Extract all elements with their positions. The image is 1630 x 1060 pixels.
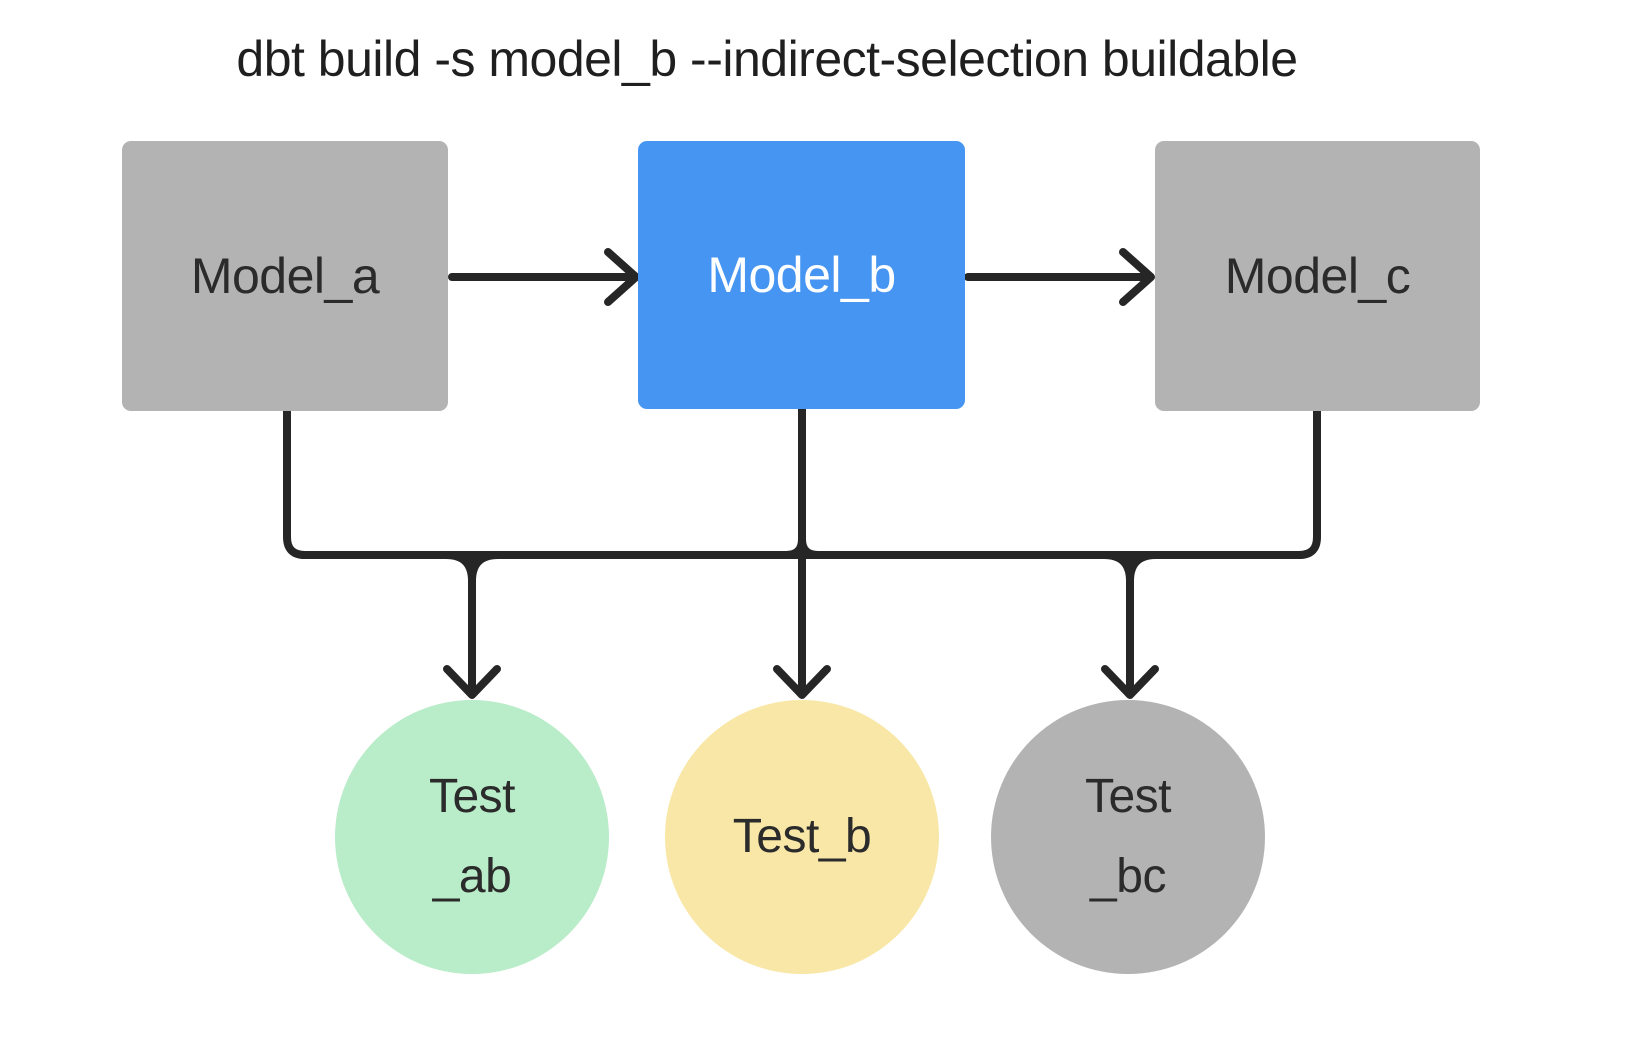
node-test-b-label: Test_b: [732, 810, 872, 863]
arrowhead-into-test-bc-icon: [1101, 665, 1159, 699]
node-test-b: Test_b: [665, 700, 939, 974]
edge-group: [283, 248, 1321, 699]
diagram-title: dbt build -s model_b --indirect-selectio…: [236, 31, 1298, 87]
node-model-a-label: Model_a: [190, 248, 380, 304]
node-test-bc-label-line1: Test: [1084, 770, 1172, 823]
arrowhead-into-model-b-icon: [604, 248, 640, 306]
node-model-a: Model_a: [122, 141, 448, 411]
node-test-ab-label-line1: Test: [428, 770, 516, 823]
node-test-bc-label-line2: _bc: [1090, 850, 1166, 903]
node-model-c: Model_c: [1155, 141, 1480, 411]
node-test-ab-label-line2: _ab: [432, 850, 512, 903]
node-model-b: Model_b: [638, 141, 965, 409]
node-model-c-label: Model_c: [1224, 248, 1411, 304]
arrowhead-into-test-b-icon: [773, 665, 831, 699]
arrowhead-into-model-c-icon: [1119, 248, 1155, 306]
arrowhead-into-test-ab-icon: [443, 665, 501, 699]
node-test-ab: Test _ab: [335, 700, 609, 974]
node-test-bc: Test _bc: [991, 700, 1265, 974]
node-model-b-label: Model_b: [707, 247, 896, 303]
edge-bus-merge-fillet-right: [798, 535, 822, 559]
